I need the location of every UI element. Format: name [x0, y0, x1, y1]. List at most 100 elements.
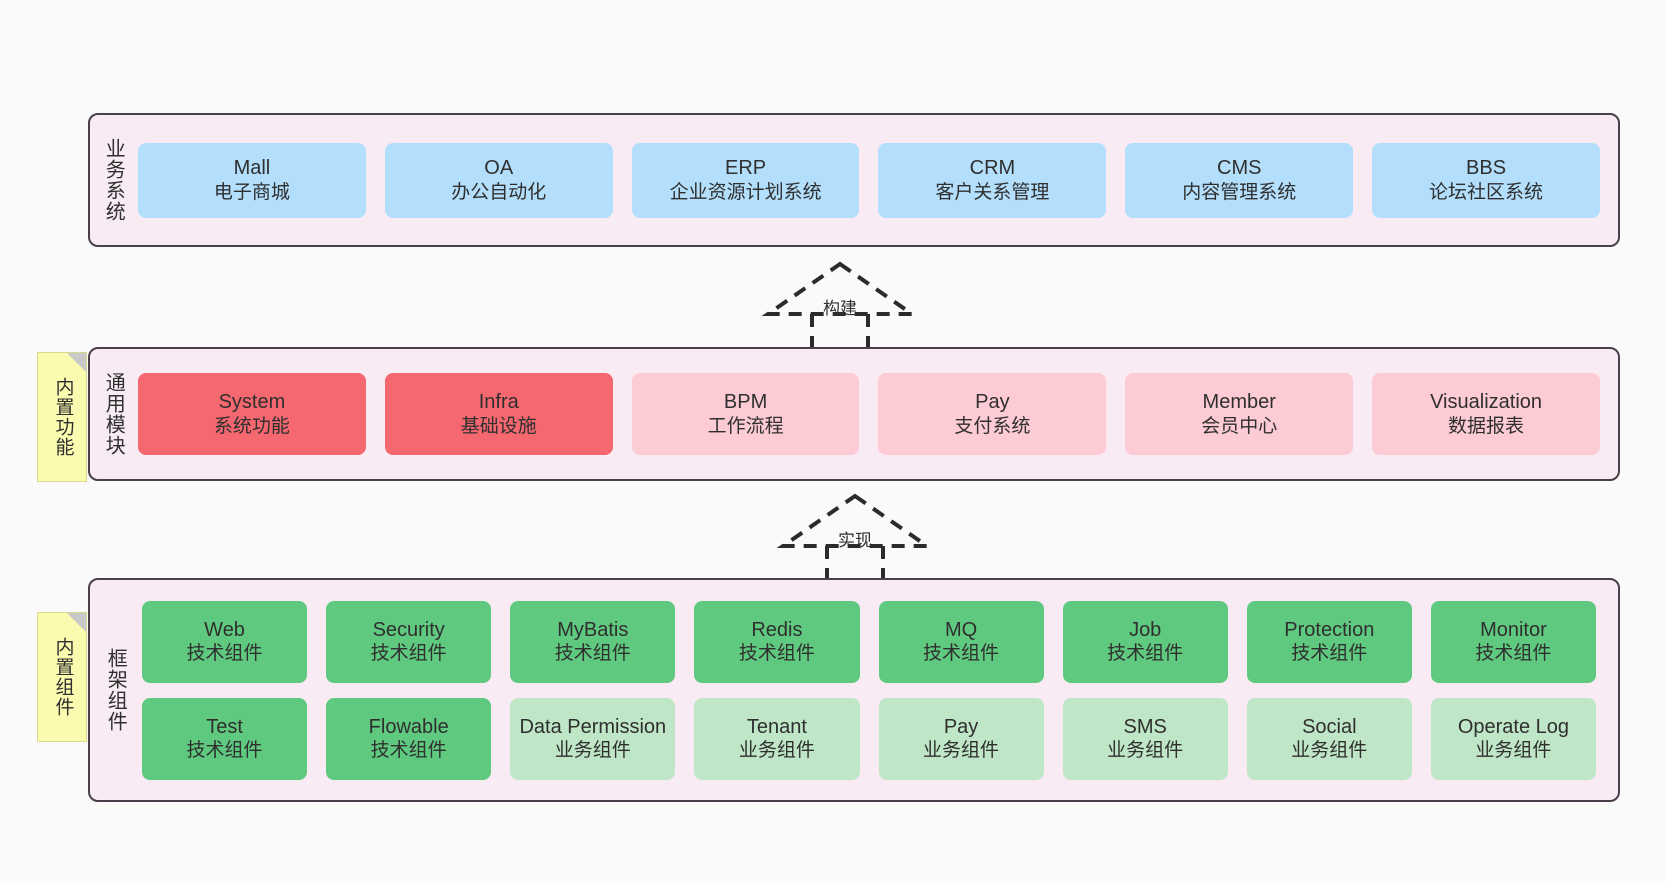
cell-grid-common: System 系统功能 Infra 基础设施 BPM 工作流程 Pay 支付系统… — [136, 349, 1618, 479]
module-name: Operate Log — [1457, 715, 1570, 738]
module-desc: 业务组件 — [1291, 740, 1368, 762]
module-name: MQ — [944, 618, 978, 641]
module-card-security[interactable]: Security 技术组件 — [326, 600, 492, 683]
module-name: Mall — [233, 157, 271, 180]
module-card-protection[interactable]: Protection 技术组件 — [1246, 600, 1412, 683]
module-card-visualization[interactable]: Visualization 数据报表 — [1372, 373, 1600, 455]
module-card-redis[interactable]: Redis 技术组件 — [694, 600, 860, 683]
module-card-member[interactable]: Member 会员中心 — [1125, 373, 1354, 455]
layer-title-common-module: 通用模块 — [102, 372, 125, 456]
module-desc: 业务组件 — [923, 740, 1000, 762]
module-card-data-permission[interactable]: Data Permission 业务组件 — [510, 697, 676, 780]
module-name: Data Permission — [519, 715, 667, 738]
module-desc: 系统功能 — [213, 415, 290, 437]
cell-row: Mall 电子商城 OA 办公自动化 ERP 企业资源计划系统 CRM 客户关系… — [138, 142, 1600, 218]
module-name: Member — [1202, 391, 1276, 414]
layer-title-business-system: 业务系统 — [102, 138, 125, 222]
module-card-system[interactable]: System 系统功能 — [138, 373, 366, 455]
module-name: CRM — [969, 157, 1016, 180]
module-name: BPM — [723, 391, 768, 414]
module-card-test[interactable]: Test 技术组件 — [142, 697, 308, 780]
module-card-job[interactable]: Job 技术组件 — [1062, 600, 1228, 683]
layer-title-framework-component: 框架组件 — [104, 648, 127, 732]
module-card-mall[interactable]: Mall 电子商城 — [138, 142, 366, 218]
cell-grid-business: Mall 电子商城 OA 办公自动化 ERP 企业资源计划系统 CRM 客户关系… — [136, 115, 1618, 245]
cell-row: Test 技术组件 Flowable 技术组件 Data Permission … — [142, 697, 1596, 780]
module-card-flowable[interactable]: Flowable 技术组件 — [326, 697, 492, 780]
module-desc: 办公自动化 — [451, 181, 547, 203]
module-name: Monitor — [1480, 618, 1547, 641]
note-fold-icon — [67, 613, 86, 632]
module-desc: 论坛社区系统 — [1429, 181, 1544, 203]
module-name: CMS — [1217, 157, 1262, 180]
module-card-crm[interactable]: CRM 客户关系管理 — [878, 142, 1107, 218]
module-desc: 技术组件 — [186, 643, 263, 665]
module-name: Web — [204, 618, 245, 641]
module-desc: 技术组件 — [923, 643, 1000, 665]
module-desc: 技术组件 — [1475, 643, 1552, 665]
module-name: BBS — [1466, 157, 1507, 180]
module-name: Test — [206, 715, 243, 738]
note-label: 内置功能 — [52, 377, 74, 457]
module-desc: 技术组件 — [186, 740, 263, 762]
module-card-bpm[interactable]: BPM 工作流程 — [631, 373, 860, 455]
module-card-erp[interactable]: ERP 企业资源计划系统 — [631, 142, 860, 218]
module-desc: 内容管理系统 — [1182, 181, 1297, 203]
layer-business-system: 业务系统 Mall 电子商城 OA 办公自动化 ERP 企业资源计划系统 CRM… — [88, 113, 1620, 247]
module-desc: 工作流程 — [707, 415, 784, 437]
module-desc: 业务组件 — [1107, 740, 1184, 762]
module-desc: 企业资源计划系统 — [669, 181, 822, 203]
module-desc: 数据报表 — [1448, 415, 1525, 437]
module-name: Visualization — [1430, 391, 1543, 414]
module-desc: 技术组件 — [370, 740, 447, 762]
module-card-pay-business[interactable]: Pay 业务组件 — [878, 697, 1044, 780]
module-desc: 会员中心 — [1201, 415, 1278, 437]
module-desc: 技术组件 — [738, 643, 815, 665]
module-desc: 技术组件 — [1107, 643, 1184, 665]
module-card-mybatis[interactable]: MyBatis 技术组件 — [510, 600, 676, 683]
module-name: ERP — [725, 157, 767, 180]
sticky-note-builtin-components: 内置组件 — [37, 612, 87, 742]
module-name: Pay — [943, 715, 979, 738]
module-name: OA — [484, 157, 514, 180]
module-card-pay[interactable]: Pay 支付系统 — [878, 373, 1107, 455]
module-card-web[interactable]: Web 技术组件 — [142, 600, 308, 683]
module-desc: 业务组件 — [738, 740, 815, 762]
module-name: MyBatis — [557, 618, 629, 641]
module-card-cms[interactable]: CMS 内容管理系统 — [1125, 142, 1354, 218]
module-card-sms[interactable]: SMS 业务组件 — [1062, 697, 1228, 780]
connector-label-build: 构建 — [823, 299, 857, 318]
layer-framework-component: 框架组件 Web 技术组件 Security 技术组件 MyBatis 技术组件… — [88, 578, 1620, 802]
module-card-operate-log[interactable]: Operate Log 业务组件 — [1430, 697, 1596, 780]
module-name: Flowable — [368, 715, 449, 738]
module-card-social[interactable]: Social 业务组件 — [1246, 697, 1412, 780]
sticky-note-builtin-features: 内置功能 — [37, 352, 87, 482]
module-card-tenant[interactable]: Tenant 业务组件 — [694, 697, 860, 780]
cell-row: System 系统功能 Infra 基础设施 BPM 工作流程 Pay 支付系统… — [138, 373, 1600, 455]
cell-grid-framework: Web 技术组件 Security 技术组件 MyBatis 技术组件 Redi… — [140, 580, 1618, 800]
connector-generalization-implement: 实现 — [775, 490, 935, 592]
layer-common-module: 通用模块 System 系统功能 Infra 基础设施 BPM 工作流程 Pay… — [88, 347, 1620, 481]
module-name: Social — [1302, 715, 1357, 738]
module-desc: 业务组件 — [554, 740, 631, 762]
module-desc: 支付系统 — [954, 415, 1031, 437]
module-name: Job — [1129, 618, 1162, 641]
module-desc: 业务组件 — [1475, 740, 1552, 762]
module-card-mq[interactable]: MQ 技术组件 — [878, 600, 1044, 683]
module-card-oa[interactable]: OA 办公自动化 — [384, 142, 613, 218]
module-card-infra[interactable]: Infra 基础设施 — [384, 373, 613, 455]
module-desc: 电子商城 — [213, 181, 290, 203]
connector-generalization-build: 构建 — [760, 258, 920, 360]
connector-label-implement: 实现 — [838, 531, 872, 550]
cell-row: Web 技术组件 Security 技术组件 MyBatis 技术组件 Redi… — [142, 600, 1596, 683]
module-name: System — [218, 391, 286, 414]
module-desc: 技术组件 — [554, 643, 631, 665]
module-desc: 技术组件 — [1291, 643, 1368, 665]
module-desc: 技术组件 — [370, 643, 447, 665]
module-name: Pay — [975, 391, 1010, 414]
module-name: Protection — [1284, 618, 1375, 641]
module-desc: 客户关系管理 — [935, 181, 1050, 203]
module-card-monitor[interactable]: Monitor 技术组件 — [1430, 600, 1596, 683]
module-desc: 基础设施 — [460, 415, 537, 437]
module-card-bbs[interactable]: BBS 论坛社区系统 — [1372, 142, 1600, 218]
